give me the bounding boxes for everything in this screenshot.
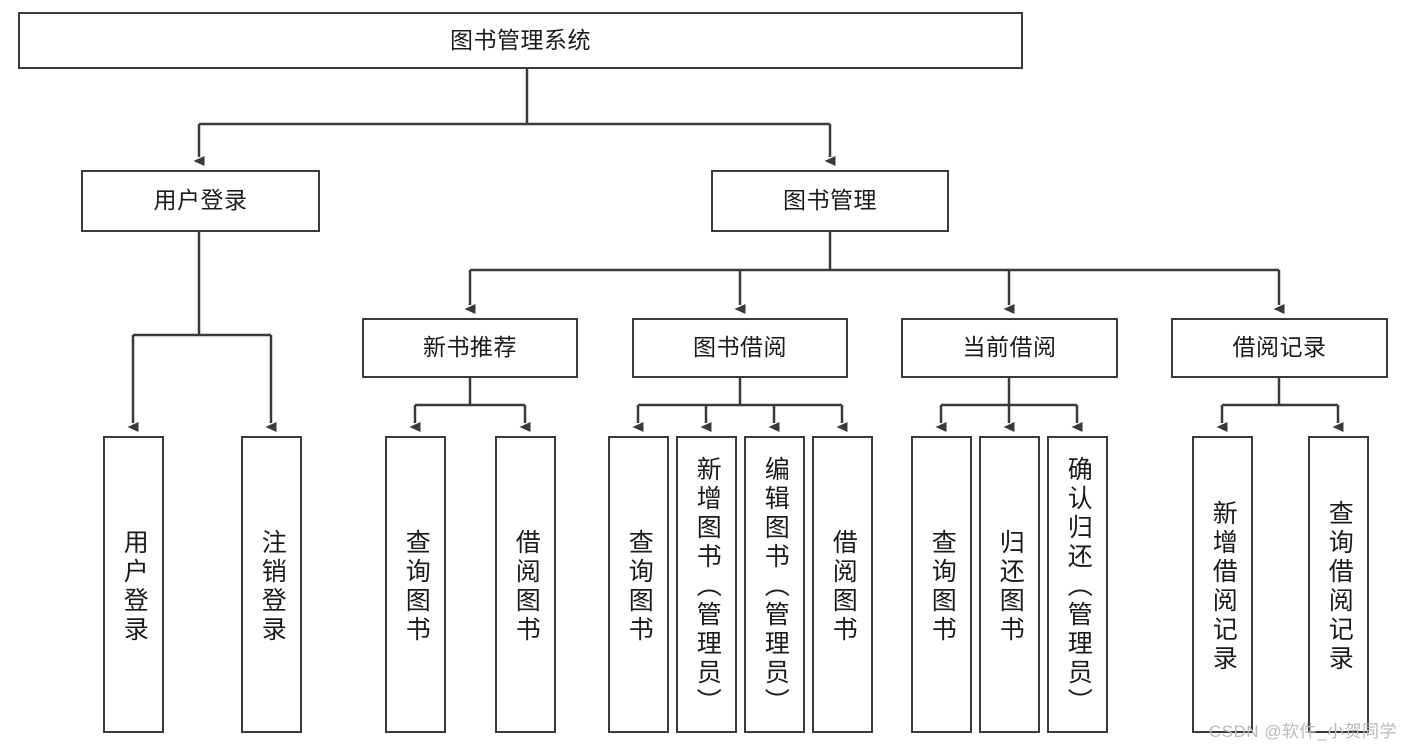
node-leaf-confirm-return-label: 确认归还（管理员） — [1064, 456, 1093, 717]
node-leaf-borrow-book-1-label: 借阅图书 — [512, 528, 541, 645]
node-leaf-borrow-book-1[interactable]: 借阅图书 — [495, 436, 556, 733]
node-leaf-confirm-return[interactable]: 确认归还（管理员） — [1047, 436, 1108, 733]
node-leaf-add-book-label: 新增图书（管理员） — [693, 456, 722, 717]
node-leaf-add-book[interactable]: 新增图书（管理员） — [676, 436, 737, 733]
node-leaf-query-record-label: 查询借阅记录 — [1325, 499, 1354, 674]
csdn-watermark: CSDN @软件_小贺同学 — [1208, 722, 1397, 741]
node-book-manage[interactable]: 图书管理 — [711, 170, 949, 232]
node-leaf-query-book-1[interactable]: 查询图书 — [385, 436, 446, 733]
node-root-label: 图书管理系统 — [450, 26, 591, 53]
node-leaf-logout[interactable]: 注销登录 — [241, 436, 302, 733]
node-leaf-query-book-2[interactable]: 查询图书 — [608, 436, 669, 733]
node-root[interactable]: 图书管理系统 — [18, 12, 1023, 69]
node-leaf-query-book-1-label: 查询图书 — [402, 528, 431, 645]
node-user-login-label: 用户登录 — [153, 187, 248, 214]
node-leaf-edit-book-label: 编辑图书（管理员） — [761, 456, 790, 717]
node-leaf-query-book-2-label: 查询图书 — [625, 528, 654, 645]
node-new-book-recommend-label: 新书推荐 — [423, 334, 517, 361]
node-leaf-borrow-book-2[interactable]: 借阅图书 — [812, 436, 873, 733]
node-leaf-query-book-3-label: 查询图书 — [928, 528, 957, 645]
node-leaf-add-record-label: 新增借阅记录 — [1209, 499, 1238, 674]
node-leaf-borrow-book-2-label: 借阅图书 — [829, 528, 858, 645]
node-leaf-edit-book[interactable]: 编辑图书（管理员） — [744, 436, 805, 733]
node-book-manage-label: 图书管理 — [783, 187, 877, 214]
node-current-borrow-label: 当前借阅 — [962, 334, 1057, 361]
node-book-borrow-label: 图书借阅 — [693, 334, 787, 361]
node-leaf-logout-label: 注销登录 — [258, 528, 287, 645]
node-leaf-return-book-label: 归还图书 — [996, 528, 1025, 645]
node-leaf-query-book-3[interactable]: 查询图书 — [911, 436, 972, 733]
node-user-login[interactable]: 用户登录 — [81, 170, 320, 232]
node-leaf-user-login-label: 用户登录 — [120, 528, 149, 645]
node-borrow-record[interactable]: 借阅记录 — [1171, 318, 1388, 378]
node-leaf-return-book[interactable]: 归还图书 — [979, 436, 1040, 733]
node-new-book-recommend[interactable]: 新书推荐 — [362, 318, 578, 378]
node-book-borrow[interactable]: 图书借阅 — [632, 318, 848, 378]
node-current-borrow[interactable]: 当前借阅 — [901, 318, 1118, 378]
node-leaf-query-record[interactable]: 查询借阅记录 — [1308, 436, 1369, 733]
node-borrow-record-label: 借阅记录 — [1232, 334, 1327, 361]
node-leaf-user-login[interactable]: 用户登录 — [103, 436, 164, 733]
node-leaf-add-record[interactable]: 新增借阅记录 — [1192, 436, 1253, 733]
